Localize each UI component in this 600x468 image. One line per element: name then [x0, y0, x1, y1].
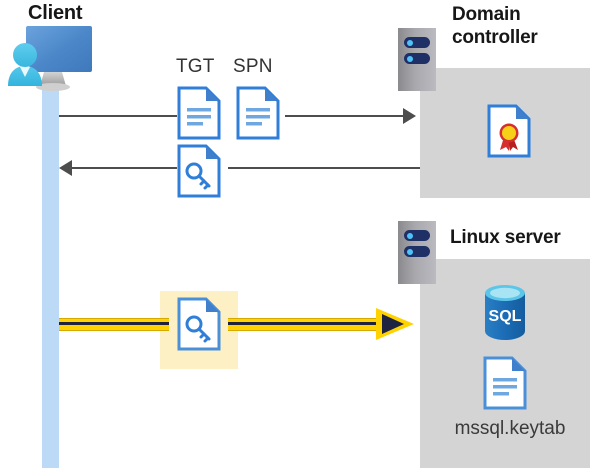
- service-ticket-arrow-segment-right: [228, 318, 378, 331]
- rack-bay-icon: [404, 230, 430, 241]
- domain-controller-title-line2: controller: [452, 27, 538, 48]
- page-title-domain-controller: Domain controller: [452, 3, 592, 49]
- request-arrow-segment-left: [59, 115, 177, 117]
- document-lines-icon-spn: [236, 86, 280, 140]
- server-rack-icon-domain-controller: [398, 28, 436, 91]
- sql-database-icon: SQL: [481, 284, 529, 345]
- domain-controller-title-line1: Domain: [452, 4, 521, 25]
- page-title-linux-server: Linux server: [450, 227, 561, 248]
- document-key-icon-response: [177, 144, 221, 198]
- user-computer-icon: [4, 24, 96, 94]
- response-arrow-head-icon: [59, 160, 72, 176]
- server-rack-icon-linux-server: [398, 221, 436, 284]
- label-tgt: TGT: [176, 56, 215, 77]
- request-arrow-head-icon: [403, 108, 416, 124]
- service-ticket-arrow-head-icon: [374, 306, 418, 347]
- client-lifeline: [42, 80, 59, 468]
- rack-bay-icon: [404, 246, 430, 257]
- request-arrow-segment-right: [285, 115, 403, 117]
- label-spn: SPN: [233, 56, 273, 77]
- page-title-client: Client: [28, 2, 83, 24]
- svg-text:SQL: SQL: [489, 308, 522, 325]
- service-ticket-arrow-segment-left: [59, 318, 169, 331]
- response-arrow-segment-right: [228, 167, 420, 169]
- document-lines-icon-keytab: [483, 356, 527, 410]
- document-lines-icon-tgt: [177, 86, 221, 140]
- document-key-icon-service-ticket: [177, 297, 221, 351]
- rack-bay-icon: [404, 53, 430, 64]
- rack-bay-icon: [404, 37, 430, 48]
- keytab-file-label: mssql.keytab: [454, 418, 566, 439]
- certificate-document-icon: [487, 104, 531, 158]
- response-arrow-segment-left: [72, 167, 177, 169]
